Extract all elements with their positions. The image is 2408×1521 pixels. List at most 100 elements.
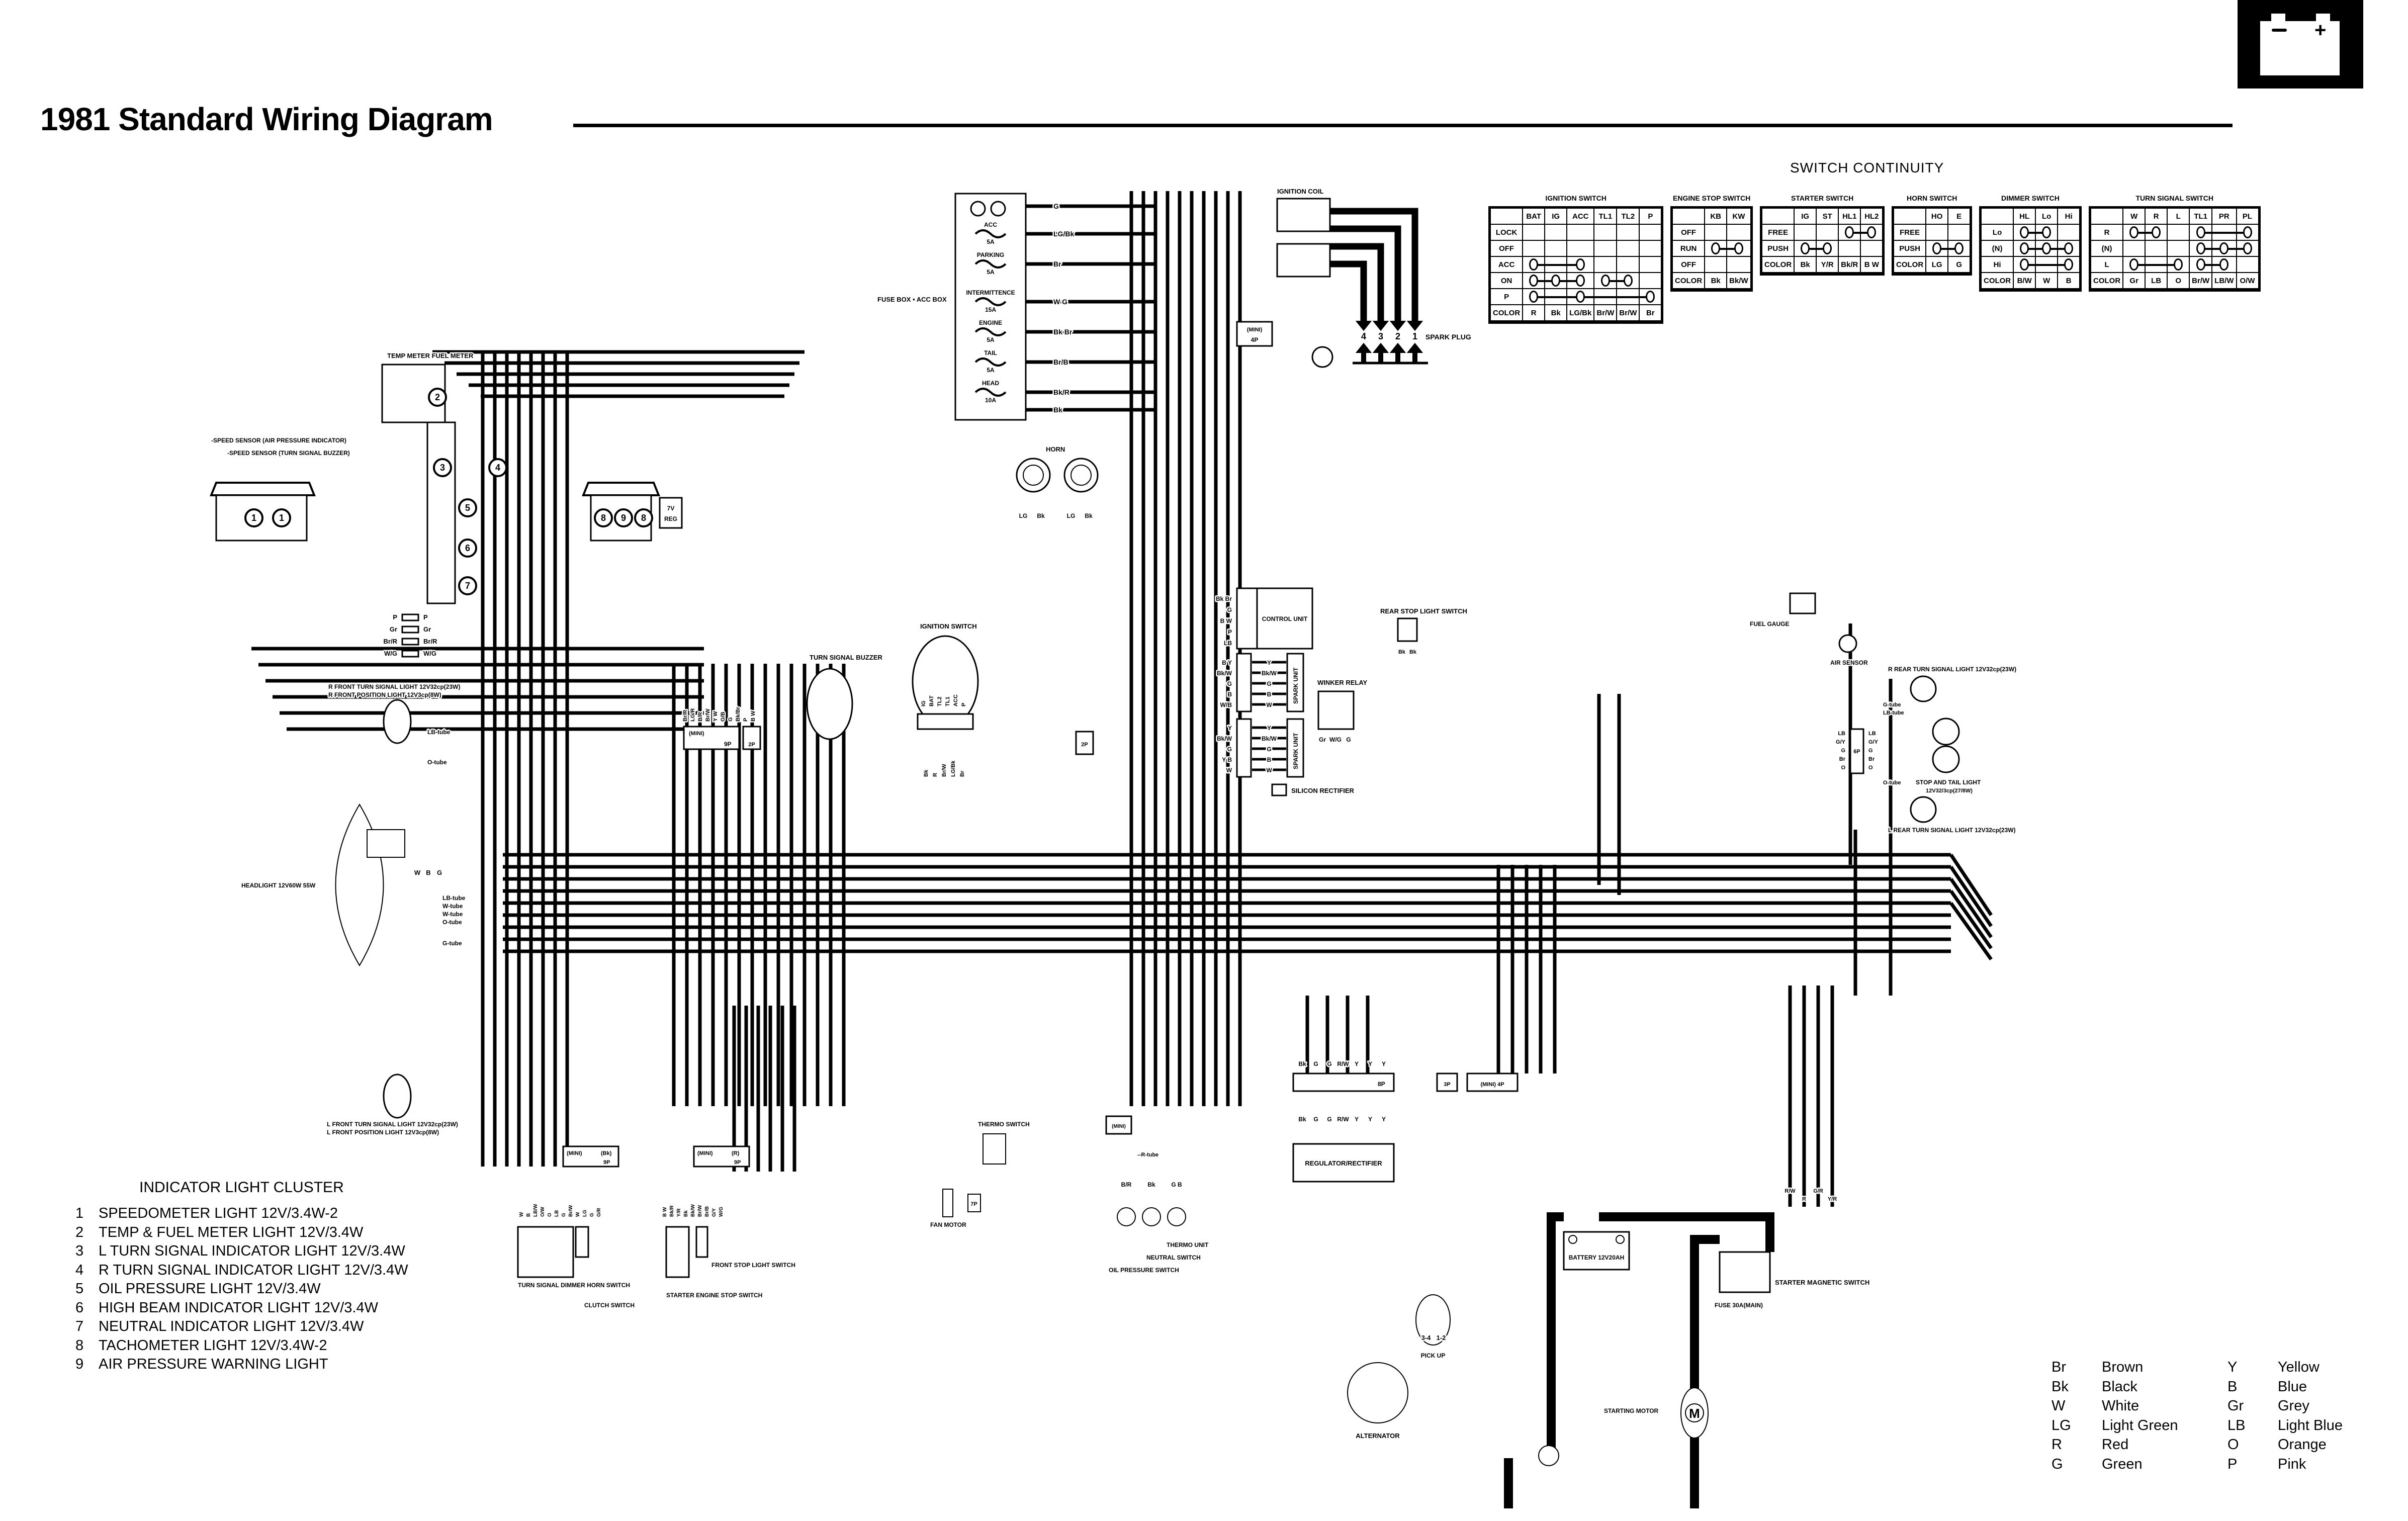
indicator-bulb [428,388,447,407]
pick-up [1415,1294,1451,1346]
indicator-bulb-number: 8 [641,513,646,523]
harness-line [1949,902,1993,961]
silicon-rectifier-label: SILICON RECTIFIER [1291,787,1355,794]
row-label: ON [1489,272,1524,289]
wire-color-cell: Bk/W [1726,272,1752,289]
continuity-cell [1838,240,1861,257]
wire-color-cell: R [1522,304,1546,321]
continuity-dot [1734,242,1743,254]
fuse-wire-label: LG/Bk [1053,230,1074,238]
spark-arrow-down [1406,321,1423,331]
ses-wire-label: Y/R [676,1208,682,1217]
continuity-cell [1704,224,1728,241]
continuity-link [2201,247,2224,250]
continuity-dot [1823,242,1832,254]
fan-7p-connector [967,1194,981,1212]
connector-label: 9P [734,1159,741,1166]
wire-color-cell: O/W [2236,272,2260,289]
tube-label: W-tube [442,903,463,910]
connector-label: (MINI) [1112,1124,1126,1129]
continuity-cell [1593,224,1618,241]
starter-engine-stop-switch-box [665,1226,690,1278]
sensor-wire-label: G B [1171,1181,1182,1188]
engine-ground-icon [1311,346,1333,368]
continuity-dot [2196,258,2205,271]
wire-color-cell: Bk/R [1838,256,1861,273]
connector-label: (R) [732,1150,740,1156]
mid-connector-wire-label: G [728,717,734,722]
spark-arrow-up [1355,342,1372,353]
continuity-link [2134,263,2179,266]
indicator-text: L TURN SIGNAL INDICATOR LIGHT 12V/3.4W [99,1243,405,1259]
continuity-row: PUSH [1760,240,1884,257]
reg-7v-label: 7V [667,505,675,512]
ignition-switch-connector [917,713,974,730]
indicator-bulb-number: 3 [440,463,445,473]
wire-color-cell: G [1947,256,1972,273]
control-unit-wire-label: G [1227,606,1232,613]
minus-icon [2272,29,2287,32]
fuse-name: ENGINE [979,319,1002,326]
fuse-rating: 10A [985,397,996,404]
headlight-wire-label: B [426,869,430,876]
connector-pins: 2P [748,742,755,748]
winker-relay-label: WINKER RELAY [1317,679,1368,686]
spark-arrow-up [1406,342,1423,353]
tube-label: W-tube [442,911,463,918]
control-unit-wire-label: Bk Br [1216,595,1232,602]
column-header: BAT [1522,207,1546,225]
continuity-link [2224,247,2248,250]
spark-arrow-up [1372,342,1389,353]
ses-wire-label: Bk/W [690,1204,696,1217]
spark-unit-wire-out-label: Bk/W [1262,670,1277,677]
tube-label: O-tube [442,919,462,926]
tachometer-housing [582,482,660,496]
harness-wire-label: P [393,613,397,621]
ses-wire-label: W/G [719,1207,724,1217]
column-header: R [2145,207,2168,225]
continuity-link [2024,247,2047,250]
indicator-number: 2 [75,1224,84,1240]
legend-color-name: Yellow [2278,1359,2320,1375]
battery-terminal-neg [2271,14,2285,23]
engine-stop-switch-caption: ENGINE STOP SWITCH [1673,194,1751,202]
ignition-terminal-label: TL2 [937,696,943,706]
continuity-dot [2219,258,2229,271]
l-rear-turn-signal-light [1910,796,1937,823]
continuity-link [1534,263,1581,266]
continuity-cell [1860,240,1884,257]
continuity-dot [1845,226,1854,238]
connector-pins: 4P [1251,336,1259,343]
temp-fuel-meter-label: TEMP METER FUEL METER [387,352,474,360]
switch-continuity-title: SWITCH CONTINUITY [1790,160,1944,175]
tube-label: G-tube [1883,702,1901,708]
indicator-text: HIGH BEAM INDICATOR LIGHT 12V/3.4W [99,1299,378,1316]
rear-connector-wire-label: Br [1868,756,1875,762]
legend-color-name: Brown [2102,1359,2144,1375]
horn-wire-label: Bk [1085,512,1093,519]
headlight-bulb [367,829,405,858]
control-unit [1256,587,1313,650]
spark-unit-wire-in-label: G [1227,746,1232,753]
indicator-bulb-number: 8 [601,513,606,523]
battery-label: BATTERY 12V20AH [1569,1254,1624,1261]
indicator-cluster-title: INDICATOR LIGHT CLUSTER [139,1179,344,1196]
column-header: TL2 [1616,207,1640,225]
fuse-name: INTERMITTENCE [966,289,1015,296]
horn-switch-caption: HORN SWITCH [1907,194,1957,202]
rear-connector-wire-label: LB [1838,731,1845,737]
ignition-switch-caption: IGNITION SWITCH [1545,194,1607,202]
ses-wire-label: G/Y [711,1208,717,1217]
spark-unit-wire-in-label: W/B [1220,701,1232,708]
neutral-switch [1142,1207,1161,1226]
indicator-number: 9 [75,1356,84,1372]
motor-symbol: M [1689,1406,1700,1421]
headlight [335,803,384,966]
spark-unit-wire-in-label: B Y [1222,659,1232,666]
row-label: COLOR [1980,272,2014,289]
battery-terminal-pos [2316,14,2330,23]
regulator-wire-label: R/W [1337,1116,1349,1123]
